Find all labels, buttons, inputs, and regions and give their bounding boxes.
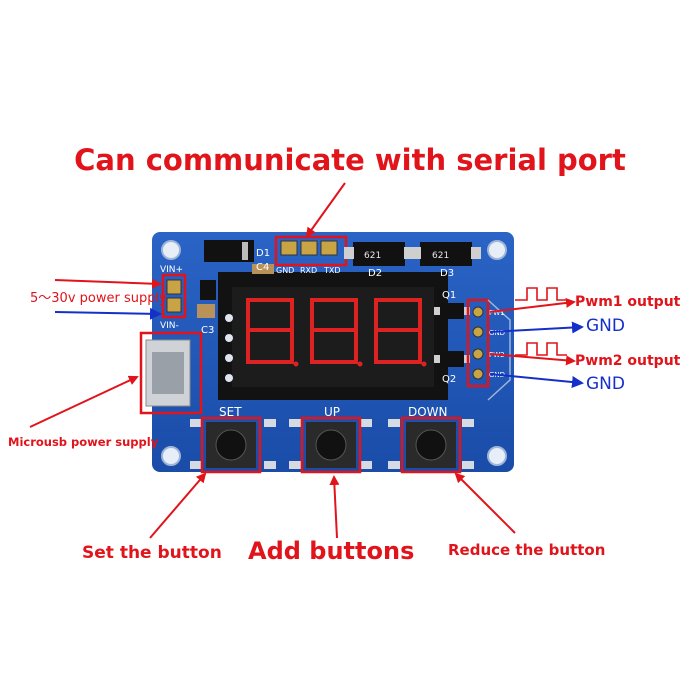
arrow-gnd1 — [489, 321, 584, 334]
silk-d1: D1 — [256, 248, 270, 259]
gnd2-label: GND — [586, 374, 625, 394]
page-title: Can communicate with serial port — [74, 143, 626, 177]
silk-d2-marking: 621 — [364, 251, 381, 261]
mounting-holes — [161, 240, 507, 466]
silk-c4: C4 — [256, 262, 269, 273]
diode-d3 — [411, 242, 481, 266]
set-button-label: Set the button — [82, 543, 222, 563]
arrow-pwm1 — [489, 297, 576, 313]
pwm2-waveform — [515, 342, 567, 356]
silk-gnd-serial: GND — [276, 266, 294, 275]
power-supply-label: 5～30v power supply — [30, 291, 167, 306]
silk-set: SET — [219, 405, 242, 419]
arrow-pwm2 — [489, 353, 576, 366]
seven-segment-digits — [246, 298, 422, 364]
silk-pw1: PW1 — [489, 309, 505, 317]
diode-d2 — [344, 242, 414, 266]
arrow-gnd2 — [489, 373, 584, 388]
silk-gnd-1: GND — [489, 329, 505, 337]
output-pin-box — [466, 298, 490, 388]
transistor-q2 — [440, 351, 464, 367]
silk-c3: C3 — [201, 325, 214, 336]
silk-up: UP — [324, 405, 340, 419]
arrow-microusb — [29, 375, 139, 428]
microusb-box — [139, 331, 203, 415]
set-button-graphic — [200, 416, 262, 474]
capacitor-c4 — [252, 264, 274, 274]
silk-q1: Q1 — [442, 290, 456, 301]
silk-rxd: RXD — [300, 266, 317, 275]
silk-d2: D2 — [368, 268, 382, 279]
serial-header-pins — [280, 240, 338, 256]
diode-d1 — [204, 240, 254, 262]
transistor-q1 — [440, 303, 464, 319]
pwm2-label: Pwm2 output — [575, 353, 681, 369]
silk-down: DOWN — [408, 405, 448, 419]
silk-vin-minus: VIN- — [160, 321, 179, 331]
output-pins — [472, 306, 484, 380]
power-pin-box — [161, 273, 187, 319]
down-button-graphic — [400, 416, 462, 474]
arrow-vin-minus — [54, 307, 162, 320]
capacitor-c3 — [197, 304, 215, 318]
reduce-button-label: Reduce the button — [448, 541, 606, 559]
arrow-reduce — [454, 472, 516, 534]
up-button-graphic — [300, 416, 362, 474]
arrow-serial — [305, 182, 346, 238]
microusb-label: Microusb power supply — [8, 435, 159, 449]
arrow-vin-plus — [54, 278, 162, 289]
button-pads — [190, 419, 474, 469]
silk-d3: D3 — [440, 268, 454, 279]
silk-q2: Q2 — [442, 374, 456, 385]
gnd1-label: GND — [586, 316, 625, 336]
add-buttons-label: Add buttons — [248, 537, 415, 565]
pwm1-label: Pwm1 output — [575, 294, 681, 310]
silk-txd: TXD — [323, 266, 341, 275]
arrow-set — [149, 472, 207, 539]
silk-d3-marking: 621 — [432, 251, 449, 261]
arrow-add — [329, 475, 340, 539]
silk-vin-plus: VIN+ — [160, 265, 183, 275]
pwm1-waveform — [515, 287, 567, 301]
